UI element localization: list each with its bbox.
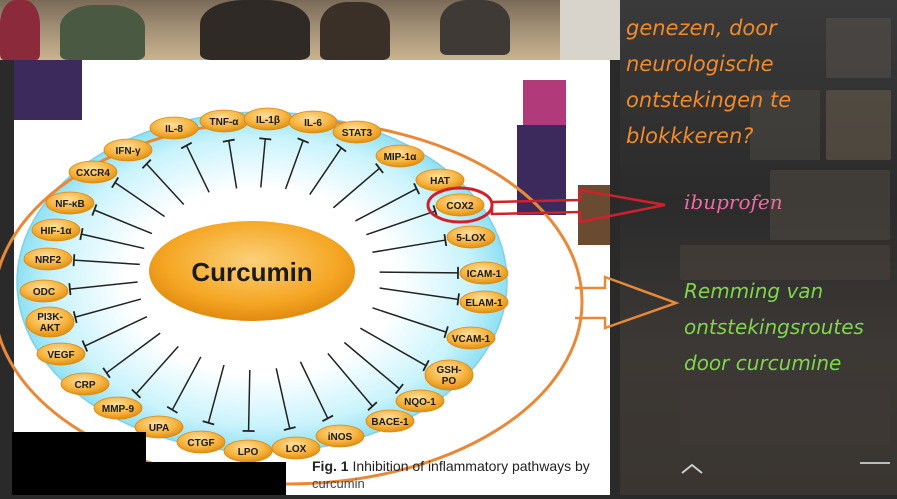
pathway-label: IL-1β [256,115,280,126]
ibuprofen-arrow [492,190,665,222]
center-label: Curcumin [191,257,312,287]
inhibition-spoke [380,272,458,273]
pathway-label: MIP-1α [384,152,418,163]
pathway-label: BACE-1 [371,417,409,428]
redaction-box [146,462,286,495]
bottom-toolbar [620,455,897,495]
question-line: genezen, door [626,10,886,46]
inhibition-bar [259,138,271,139]
pathway-label: ELAM-1 [465,298,503,309]
pathway-label: AKT [40,323,61,334]
pathway-label: UPA [149,423,169,434]
conclusion-text: Remming van ontstekingsroutes door curcu… [684,273,864,381]
pathway-label: HAT [430,176,450,187]
pathway-label: CTGF [187,438,214,449]
pathway-label: 5-LOX [456,233,486,244]
redaction-box [12,432,146,495]
chevron-up-icon[interactable] [620,455,897,495]
pathway-label: CXCR4 [76,168,110,179]
pathway-label: STAT3 [342,128,373,139]
pathway-label: IL-8 [165,124,183,135]
inhibition-bar [74,254,75,266]
conclusion-line: Remming van [684,273,864,309]
ibuprofen-label: ibuprofen [684,190,783,214]
pathway-label: IFN-γ [116,146,141,157]
question-line: ontstekingen te [626,82,886,118]
question-line: blokkkeren? [626,118,886,154]
pathway-label: LOX [286,444,307,455]
pathway-label: CRP [74,380,95,391]
question-text: genezen, door neurologische ontstekingen… [626,10,886,154]
pathway-label: HIF-1α [40,226,72,237]
pathway-label: COX2 [446,201,474,212]
inhibition-bar [69,283,70,295]
conclusion-line: door curcumine [684,345,864,381]
pathway-label: PO [442,376,457,387]
pathway-label: iNOS [328,432,353,443]
pathway-label: IL-6 [304,118,322,129]
pathway-label: PI3K- [37,312,63,323]
pathway-label: NQO-1 [404,397,436,408]
pathway-label: MMP-9 [102,404,135,415]
pathway-label: TNF-α [210,117,240,128]
figure-caption-line2: curcumin [312,476,365,491]
pathway-label: ICAM-1 [467,269,502,280]
figure-caption: Fig. 1 Inhibition of inflammatory pathwa… [312,458,590,474]
pathway-label: VEGF [47,350,74,361]
pathway-label: VCAM-1 [452,334,491,345]
pathway-label: NF-κB [55,199,84,210]
pathway-label: NRF2 [35,255,62,266]
pathway-label: ODC [33,287,55,298]
question-line: neurologische [626,46,886,82]
conclusion-arrow [575,277,676,328]
conclusion-line: ontstekingsroutes [684,309,864,345]
pathway-label: GSH- [437,365,462,376]
pathway-label: LPO [238,447,259,458]
